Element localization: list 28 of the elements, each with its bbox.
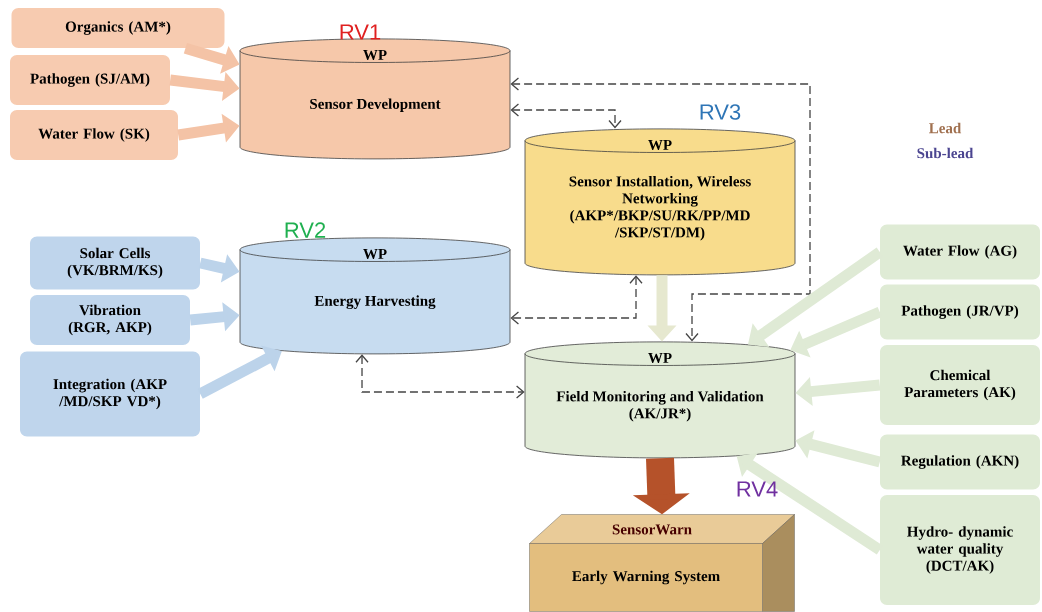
tag-label: RV2 [285,222,326,238]
topic-box: Solar Cells (VK/BRM/KS) [30,236,200,290]
arrow [510,77,811,342]
work-package-cylinder: WP Field Monitoring and Validation (AK/JR*) [524,341,796,459]
legend-text: Sub-lead [917,147,974,159]
tag-label: RV3 [700,104,741,120]
arrow [510,103,622,129]
topic-box: Water Flow (AG) [880,224,1040,280]
topic-box: Regulation (AKN) [880,434,1040,490]
topic-box: Vibration (RGR, AKP) [30,295,190,345]
topic-box: Water Flow (SK) [10,110,178,160]
warning-block: SensorWarn Early Warning System [529,514,795,612]
topic-box: Integration (AKP /MD/SKP VD*) [20,351,200,437]
topic-box: Hydro- dynamic water quality (DCT/AK) [880,495,1040,605]
arrow [790,306,882,358]
topic-box: Organics (AM*) [11,8,225,48]
work-package-cylinder: WP Energy Harvesting [239,237,511,355]
topic-box: Pathogen (JR/VP) [880,284,1040,340]
arrow [355,354,525,399]
tag-label: RV4 [737,481,778,497]
topic-box: Pathogen (SJ/AM) [10,55,170,105]
arrow [510,275,643,325]
arrow [197,345,282,399]
legend-text: Lead [929,122,962,134]
tag-label: RV1 [340,24,381,40]
topic-box: Chemical Parameters (AK) [880,345,1040,425]
node-label: SensorWarn [612,524,692,535]
work-package-cylinder: WP Sensor Installation, Wireless Networking (AKP*/BKP/SU/RK/PP/MD /SKP/ST/DM) [524,128,796,276]
